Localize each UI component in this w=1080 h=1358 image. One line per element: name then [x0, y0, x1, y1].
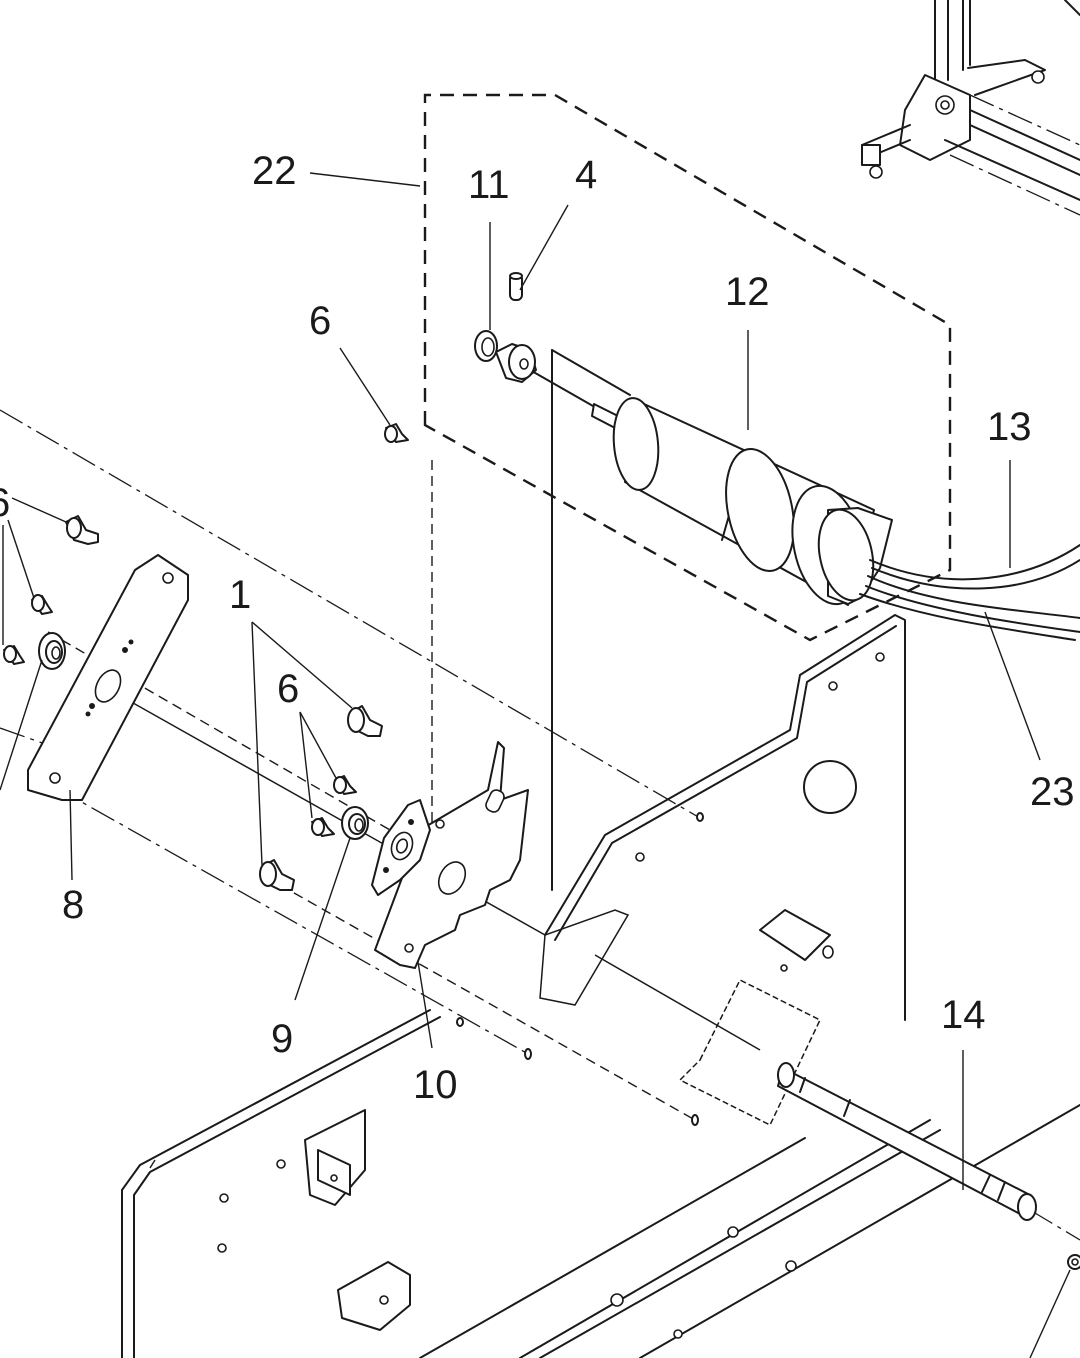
callout-9: 9: [271, 1017, 293, 1061]
pin-4: [509, 272, 523, 301]
screws-middle: [259, 423, 409, 891]
callout-22: 22: [252, 149, 297, 193]
callout-8: 8: [62, 883, 84, 927]
shaft-14: [777, 1062, 1080, 1270]
bracket-plate-8: [27, 554, 189, 801]
leader-lines: [0, 172, 1071, 1358]
callout-6-left: 6: [0, 481, 10, 525]
coupling-11: [474, 330, 537, 383]
upper-frame-bracket: [861, 0, 1080, 216]
callout-12: 12: [725, 270, 770, 314]
assembly-boundary: [423, 93, 952, 642]
callouts: 22 11 4 12 6 13 6 1 6 23 8 14 9 10: [0, 149, 1075, 1107]
callout-11: 11: [468, 163, 510, 207]
callout-10: 10: [413, 1063, 458, 1107]
callout-14: 14: [941, 993, 986, 1037]
callout-1: 1: [229, 573, 251, 617]
left-fasteners: [3, 515, 99, 670]
small-parts: [456, 812, 704, 1126]
callout-6-middle: 6: [277, 667, 299, 711]
bushing-9: [341, 806, 369, 840]
callout-13: 13: [987, 405, 1032, 449]
callout-6-top: 6: [309, 299, 331, 343]
motor-12: [591, 397, 1080, 641]
motor-bracket-10: [371, 741, 529, 969]
projection-lines: [0, 349, 1080, 1241]
chassis-frame: [121, 1009, 1080, 1358]
callout-4: 4: [575, 153, 597, 197]
side-plate: [539, 614, 906, 1127]
callout-23: 23: [1030, 770, 1075, 814]
